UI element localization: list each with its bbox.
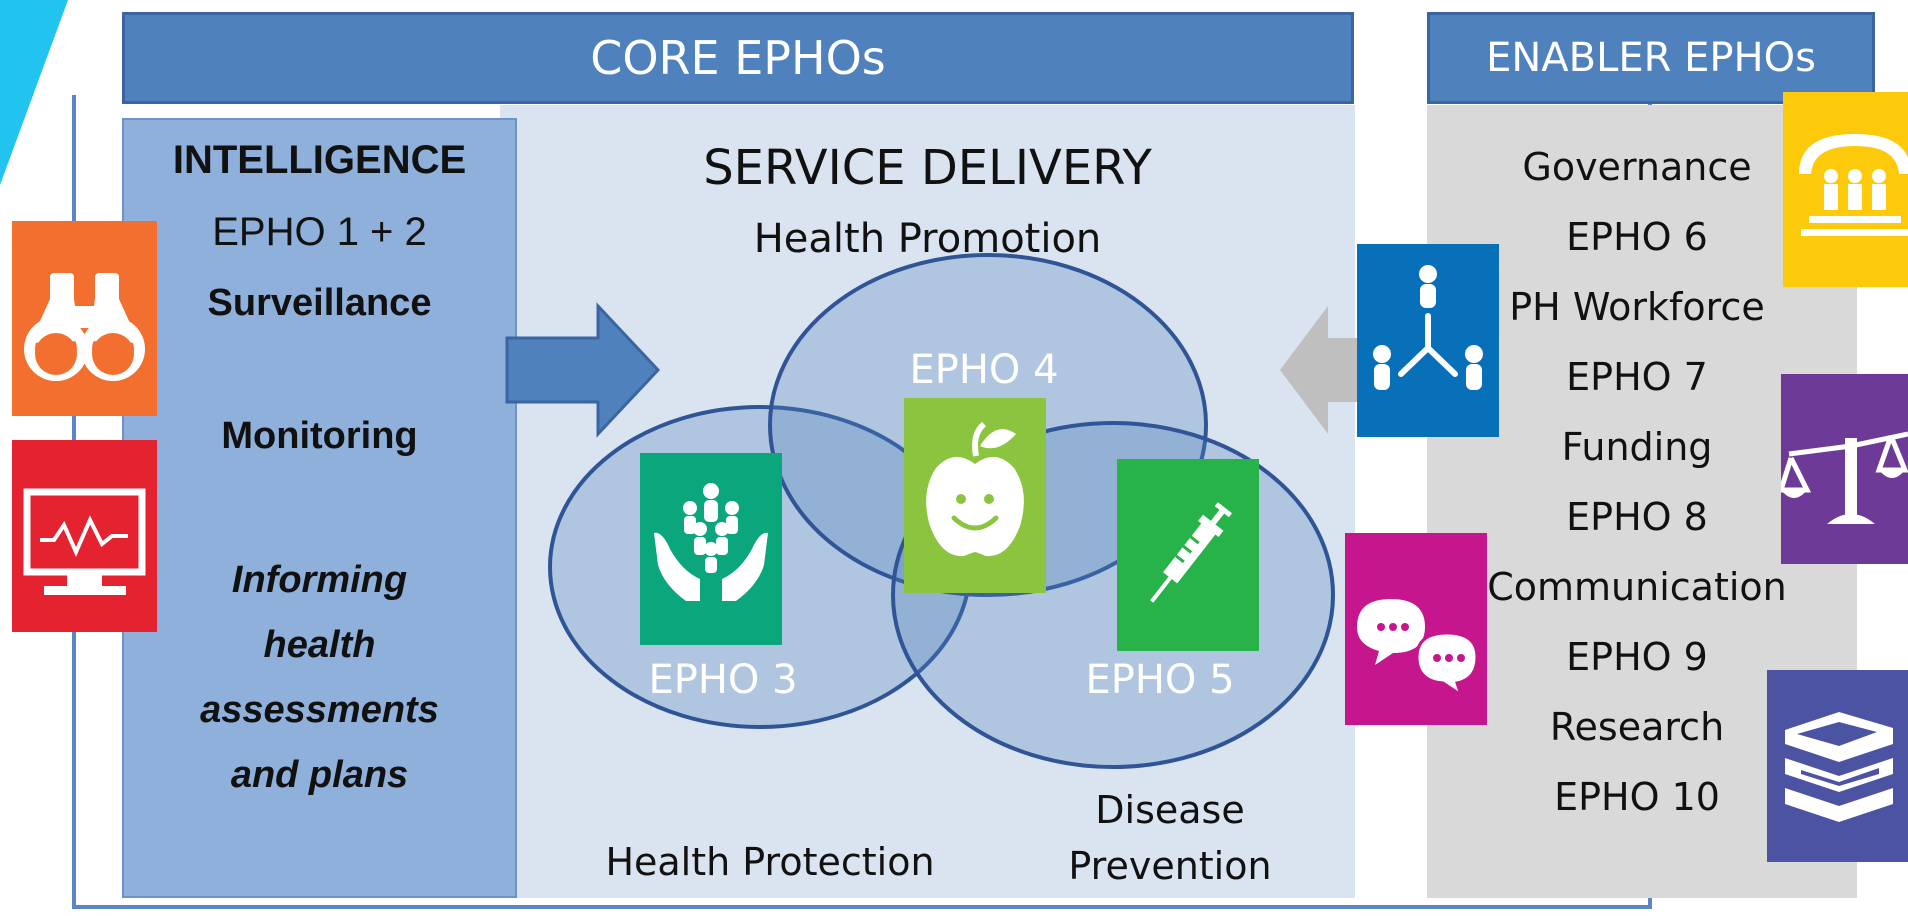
enabler-governance: Governance [1522,145,1752,189]
enabler-epho6: EPHO 6 [1566,215,1708,259]
surveillance-label: Surveillance [207,282,432,324]
core-ephos-title: CORE EPHOs [590,31,886,85]
books-icon [1767,670,1908,862]
network-people-icon [1357,244,1499,437]
enabler-funding: Funding [1561,425,1713,469]
enabler-research: Research [1549,705,1725,749]
speech-bubbles-icon [1345,533,1487,725]
intelligence-panel: INTELLIGENCE EPHO 1 + 2 Surveillance Mon… [122,118,517,898]
enabler-epho10: EPHO 10 [1554,775,1720,819]
enabler-epho9: EPHO 9 [1566,635,1708,679]
enabler-workforce: PH Workforce [1509,285,1765,329]
monitor-pulse-icon [12,440,157,632]
governance-building-icon [1783,92,1908,287]
informing-label: Informing health assessments and plans [200,559,439,796]
enabler-epho8: EPHO 8 [1566,495,1708,539]
people-hands-icon [640,453,782,645]
health-promotion-label: Health Promotion [753,216,1102,262]
enabler-ephos-title: ENABLER EPHOs [1486,35,1816,81]
enabler-epho7: EPHO 7 [1566,355,1708,399]
disease-prevention-label: Disease Prevention [1068,788,1272,888]
service-delivery-title: SERVICE DELIVERY [703,140,1152,196]
health-protection-label: Health Protection [605,840,935,884]
intelligence-epho-label: EPHO 1 + 2 [212,210,427,254]
binoculars-icon [12,221,157,416]
accent-shape [0,0,68,185]
enabler-communication: Communication [1487,565,1787,609]
intelligence-title: INTELLIGENCE [172,138,467,182]
enabler-list: Governance EPHO 6 PH Workforce EPHO 7 Fu… [1427,132,1847,832]
scales-icon [1781,374,1908,564]
enabler-ephos-header: ENABLER EPHOs [1427,12,1875,104]
monitoring-label: Monitoring [221,415,418,457]
smiling-apple-icon [904,398,1046,593]
syringe-icon [1117,459,1259,651]
core-ephos-header: CORE EPHOs [122,12,1354,104]
